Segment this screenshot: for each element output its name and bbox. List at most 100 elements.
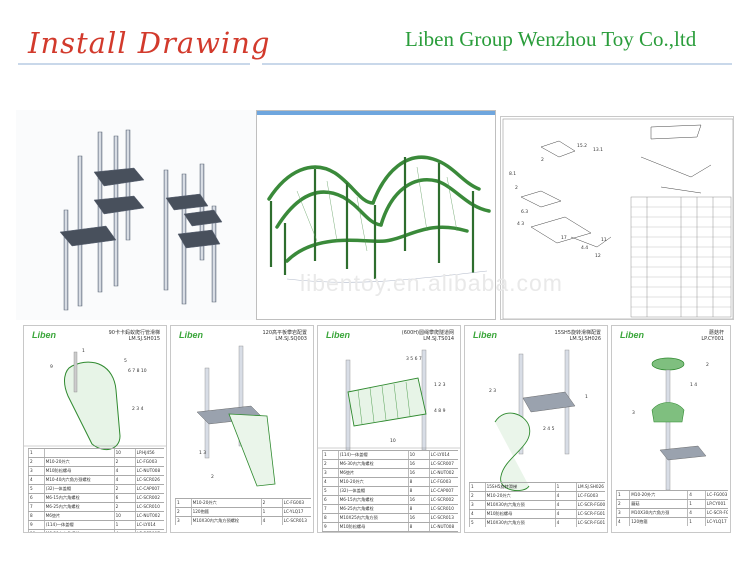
svg-text:1 4: 1 4 <box>690 382 697 388</box>
table-cell: 3 <box>322 469 338 477</box>
tower-a <box>59 129 145 311</box>
svg-text:3 5 6 7: 3 5 6 7 <box>406 356 422 362</box>
liben-logo: Liben <box>620 330 644 340</box>
table-cell: (114)一体盖帽 <box>337 451 408 459</box>
svg-text:11: 11 <box>601 237 607 243</box>
table-cell: LC-FG003 <box>281 499 311 507</box>
table-cell: LC-YLQ17 <box>281 508 311 516</box>
table-cell: 4 <box>322 478 338 486</box>
svg-text:6 7 8 10: 6 7 8 10 <box>128 368 147 374</box>
table-cell: 7 <box>322 505 338 513</box>
company-name: Liben Group Wenzhou Toy Co.,ltd <box>405 27 697 51</box>
table-cell: 4 <box>469 510 485 518</box>
table-cell: 6 <box>322 496 338 504</box>
table-cell: 9 <box>322 523 338 531</box>
table-row: 10圆绳攀爬隧道网1LP.SH013 <box>322 531 458 533</box>
table-cell: 3 <box>175 517 191 525</box>
table-cell: 10 <box>28 530 44 532</box>
svg-text:1 3: 1 3 <box>199 450 206 456</box>
table-cell: 16 <box>407 460 429 468</box>
svg-text:10: 10 <box>390 438 396 444</box>
header-divider-left <box>18 63 250 65</box>
table-cell: LC-CAP007 <box>428 487 458 495</box>
table-cell: 4 <box>113 476 135 484</box>
tube-1 <box>267 165 375 205</box>
tube-4 <box>379 178 491 227</box>
table-cell: 8 <box>407 505 429 513</box>
table-cell: M10-20外六 <box>484 492 555 500</box>
table-cell: 4 <box>616 518 629 526</box>
table-cell: 4 <box>28 476 44 484</box>
table-cell: (114)一体盖帽 <box>43 521 114 529</box>
table-cell: 4 <box>687 509 705 517</box>
liben-logo: Liben <box>32 330 56 340</box>
table-cell: 120抱箍 <box>190 508 261 516</box>
table-cell: M6-25内六角螺栓 <box>43 503 114 511</box>
table-cell: 9 <box>28 521 44 529</box>
table-cell: M6-15内六角螺栓 <box>337 496 408 504</box>
table-cell: LC-SCR002 <box>428 496 458 504</box>
table-cell: 16 <box>407 514 429 522</box>
table-cell: 4 <box>113 467 135 475</box>
table-cell: 8 <box>407 487 429 495</box>
table-cell: LM.SJ.SH026 <box>575 483 605 491</box>
table-cell: 8 <box>407 523 429 531</box>
table-cell: 8 <box>28 512 44 520</box>
table-cell: 8 <box>407 478 429 486</box>
table-cell: M6-30内六角螺栓 <box>337 460 408 468</box>
table-cell: 2 <box>28 458 44 466</box>
table-cell: 3 <box>616 509 629 517</box>
table-cell: M10X30内六角方颈螺栓 <box>190 517 261 525</box>
table-cell: LC-SCR026 <box>134 476 164 484</box>
table-cell: M6-30内六角螺栓 <box>43 530 114 532</box>
tube-3 <box>371 155 481 205</box>
table-cell: LC-SCR013 <box>428 514 458 522</box>
table-cell: LP.CY001 <box>704 500 728 508</box>
table-cell: LC-CAP007 <box>134 485 164 493</box>
table-cell: LC-SCR013 <box>281 517 311 525</box>
table-cell: 4 <box>260 517 282 525</box>
tunnel-3d-panel <box>256 110 496 320</box>
table-cell: LC-FG003 <box>134 458 164 466</box>
table-cell: LC-LY014 <box>428 451 458 459</box>
svg-text:2 3 4: 2 3 4 <box>132 406 144 412</box>
table-cell: 4 <box>113 530 135 532</box>
table-cell: 5 <box>469 519 485 527</box>
svg-text:1: 1 <box>82 348 85 354</box>
svg-text:2 4 5: 2 4 5 <box>543 426 555 432</box>
table-cell: M10-40内六角方颈螺栓 <box>43 476 114 484</box>
svg-text:9: 9 <box>50 364 53 370</box>
table-cell: M10X25内六角方颈 <box>337 514 408 522</box>
table-cell: 10 <box>407 451 429 459</box>
table-cell: 3 <box>469 501 485 509</box>
svg-text:12: 12 <box>595 253 601 259</box>
table-cell: 1 <box>408 532 429 533</box>
table-cell: 1 <box>113 521 135 529</box>
svg-text:2: 2 <box>211 474 214 480</box>
table-cell: LP.HJ456 <box>134 449 164 457</box>
table-cell: LC-SCR-FG013 <box>704 509 728 517</box>
watermark: libentoy.en.alibaba.com <box>300 270 563 296</box>
table-cell: M10防松螺母 <box>337 523 408 531</box>
table-cell: M10-20外六 <box>629 491 687 499</box>
svg-text:13.1: 13.1 <box>593 147 603 153</box>
liben-logo: Liben <box>473 330 497 340</box>
table-cell: LC-SCR007 <box>134 530 164 532</box>
